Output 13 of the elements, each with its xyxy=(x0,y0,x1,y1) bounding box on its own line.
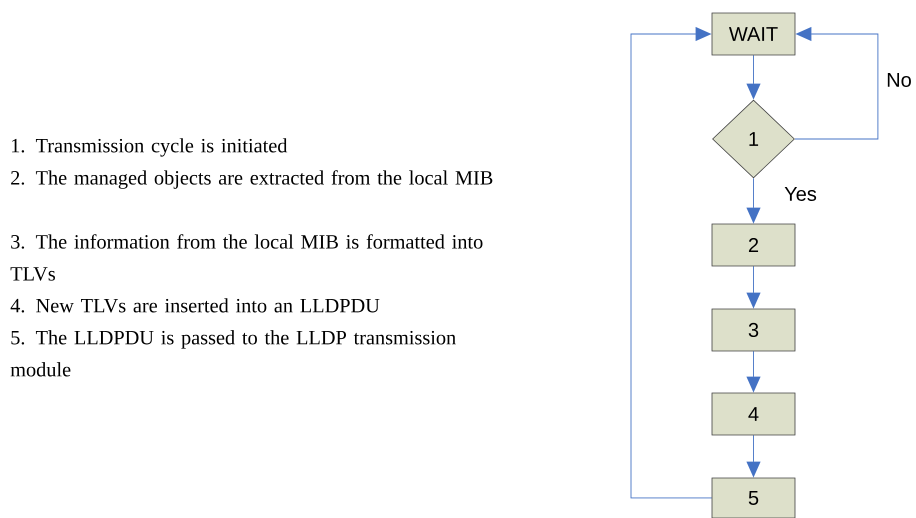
process-box: 4 xyxy=(712,392,796,436)
edge-label: Yes xyxy=(784,187,816,201)
process-box: 5 xyxy=(712,478,796,518)
process-box: 2 xyxy=(712,224,796,266)
list-item: 3. The information from the local MIB is formatted into TLVs xyxy=(10,234,482,281)
list-item: 5. The LLDPDU is passed to the LLDP transmission module xyxy=(10,330,456,376)
process-box: 3 xyxy=(712,308,796,352)
list-item: 1. Transmission cycle is initiated xyxy=(12,138,288,157)
list-item: 4. New TLVs are inserted into an LLDPDU xyxy=(10,298,380,313)
list-item: 2. The managed objects are extracted from the local MIB xyxy=(11,170,492,189)
edge-label: No xyxy=(888,73,911,87)
process-box: WAIT xyxy=(712,12,796,56)
arrow xyxy=(630,26,712,498)
